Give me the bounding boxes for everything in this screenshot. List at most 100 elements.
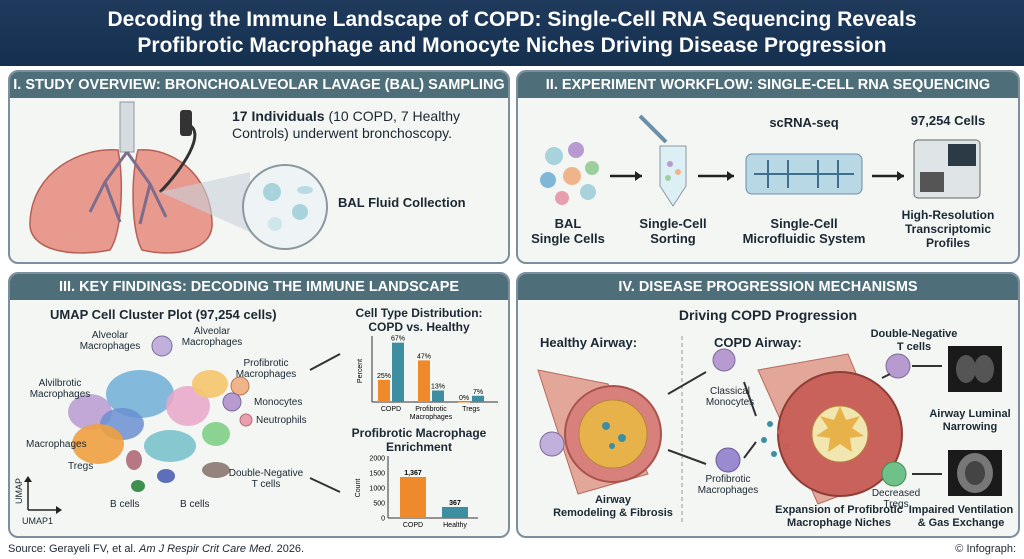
remodel-line1: Airway: [594, 494, 632, 506]
dec-line1: Decreased: [871, 488, 921, 499]
chart2-y-tick: 500: [373, 501, 385, 508]
cohort-count: 17 Individuals: [232, 108, 325, 124]
panel-study-overview-heading: I. STUDY OVERVIEW: BRONCHOALVEOLAR LAVAG…: [10, 72, 508, 98]
expansion-line2: Macrophage Niches: [787, 517, 891, 529]
source-prefix: Source: Gerayeli FV, et al.: [8, 543, 140, 555]
axis-umap2: UMAP: [14, 477, 25, 505]
chart2-y-tick: 2000: [369, 456, 385, 463]
label-alveolar-b-line2: Macrophages: [181, 337, 243, 348]
chart2-category-label: COPD: [403, 522, 423, 529]
panel-workflow-heading: II. EXPERIMENT WORKFLOW: SINGLE-CELL RNA…: [518, 72, 1018, 98]
umap-title: UMAP Cell Cluster Plot (97,254 cells): [50, 307, 277, 322]
workflow-illustration: [540, 114, 981, 207]
panel-study-overview: I. STUDY OVERVIEW: BRONCHOALVEOLAR LAVAG…: [8, 70, 510, 264]
narrow-line2: Narrowing: [942, 421, 998, 433]
label-alveolar-a-line1: Alveolar: [91, 330, 129, 341]
cohort-desc-1: (10 COPD, 7 Healthy: [324, 108, 460, 124]
panel-disease-progression: IV. DISEASE PROGRESSION MECHANISMS Drivi…: [516, 272, 1020, 538]
chart1-bar: [378, 379, 390, 402]
label-monocytes: Monocytes: [254, 397, 303, 408]
title-banner: Decoding the Immune Landscape of COPD: S…: [0, 0, 1024, 66]
cohort-description: 17 Individuals (10 COPD, 7 Healthy Contr…: [232, 108, 502, 142]
dn4-line2: T cells: [896, 341, 932, 353]
panel-key-findings-heading: III. KEY FINDINGS: DECODING THE IMMUNE L…: [10, 274, 508, 300]
chart2-bar: [442, 506, 468, 518]
chart1-bar: [472, 395, 484, 402]
progression-subtitle: Driving COPD Progression: [678, 307, 858, 323]
label-tregs: Tregs: [68, 461, 94, 472]
cell-count-label: 97,254 Cells: [910, 113, 986, 128]
panel-workflow: II. EXPERIMENT WORKFLOW: SINGLE-CELL RNA…: [516, 70, 1020, 264]
chart1-title: Cell Type Distribution: COPD vs. Healthy: [355, 306, 483, 334]
chart1-bar: [392, 342, 404, 402]
label-alvilbrotic-line1: Alvilbrotic: [38, 378, 82, 389]
label-alveolar-b-line1: Alveolar: [193, 326, 231, 337]
classical-line1: Classical: [709, 386, 750, 397]
step-microfluidic-line2: Microfluidic System: [742, 231, 866, 246]
chart2-y-tick: 1000: [369, 486, 385, 493]
lung-illustration: [29, 101, 328, 254]
scrna-seq-label: scRNA-seq: [769, 115, 839, 130]
source-journal: Am J Respir Crit Care Med: [139, 543, 271, 555]
profib-line2: Macrophages: [697, 485, 759, 496]
step-profiles-line2: Transcriptomic: [904, 222, 992, 236]
footer: Source: Gerayeli FV, et al. Am J Respir …: [0, 540, 1024, 559]
chart1-bar: [418, 360, 430, 402]
chart1-data-label: 47%: [417, 353, 431, 360]
title-line-1: Decoding the Immune Landscape of COPD: S…: [107, 8, 917, 31]
chart2-y-tick: 1500: [369, 471, 385, 478]
step-bal-line2: Single Cells: [531, 231, 605, 246]
label-alveolar-a-line2: Macrophages: [79, 341, 141, 352]
chart2-bar: [400, 476, 426, 518]
label-dn-line2: T cells: [251, 479, 281, 490]
label-neutrophils: Neutrophils: [256, 415, 307, 426]
label-alvilbrotic-line2: Macrophages: [29, 389, 91, 400]
chart2-y-tick: 0: [381, 516, 385, 523]
source-citation: Source: Gerayeli FV, et al. Am J Respir …: [8, 540, 304, 559]
copd-airway-label: COPD Airway:: [714, 335, 802, 350]
classical-line2: Monocytes: [705, 397, 755, 408]
panel-disease-progression-heading: IV. DISEASE PROGRESSION MECHANISMS: [518, 274, 1018, 300]
chart2-y-label: Count: [355, 479, 362, 498]
narrow-line1: Airway Luminal: [929, 408, 1011, 420]
chart1-category-label: Profibrotic: [415, 406, 447, 413]
chart1-bar: [458, 402, 470, 403]
chart1-category-label: Macrophages: [410, 414, 453, 421]
chart2-title: Profibrotic Macrophage Enrichment: [351, 426, 487, 454]
step-sorting-line1: Single-Cell: [639, 216, 707, 231]
source-suffix: . 2026.: [270, 543, 305, 555]
chart1-data-label: 7%: [473, 389, 483, 396]
panel-key-findings: III. KEY FINDINGS: DECODING THE IMMUNE L…: [8, 272, 510, 538]
cohort-desc-2: Controls) underwent bronchoscopy.: [232, 125, 452, 141]
label-profibrotic-line1: Profibrotic: [243, 358, 289, 369]
step-microfluidic-line1: Single-Cell: [770, 216, 838, 231]
chart2-category-label: Healthy: [443, 522, 467, 529]
title-line-2: Profibrotic Macrophage and Monocyte Nich…: [137, 34, 887, 57]
step-profiles-line1: High-Resolution: [901, 208, 995, 222]
chart1-bar: [432, 390, 444, 402]
dn4-line1: Double-Negative: [870, 328, 958, 340]
chart1-data-label: 25%: [377, 373, 391, 380]
chart2-data-label: 367: [449, 500, 461, 507]
step-profiles-line3: Profiles: [925, 236, 970, 250]
chart1-category-label: COPD: [381, 406, 401, 413]
label-profibrotic-line2: Macrophages: [235, 369, 297, 380]
chart2-data-label: 1,367: [404, 470, 422, 477]
chart1-data-label: 0%: [459, 395, 469, 402]
